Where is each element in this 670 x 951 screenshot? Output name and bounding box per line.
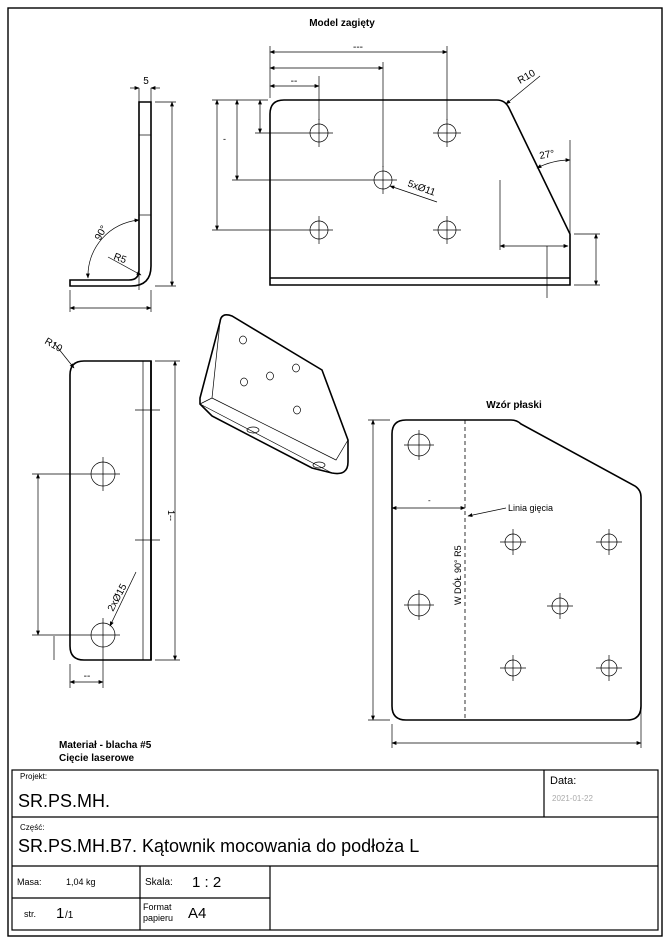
hole-bottom-left [305, 216, 333, 244]
title-block: Projekt: SR.PS.MH. Data: 2021-01-22 Częś… [11, 769, 659, 931]
hole-top-left [305, 119, 333, 147]
page-label: str. [24, 909, 36, 919]
mass-label: Masa: [17, 877, 42, 887]
mass-value: 1,04 kg [66, 877, 96, 887]
material-note: Materiał - blacha #5 [59, 740, 152, 751]
hole-center [369, 166, 397, 194]
hole-bottom-right [433, 216, 461, 244]
flat-hole-4 [596, 529, 622, 555]
part-label: Część: [20, 823, 44, 832]
thickness-dim: 5 [143, 76, 149, 87]
front-bent-view: --- -- - R10 27° 5xØ11 [212, 42, 600, 298]
bent-model-title: Model zagięty [309, 18, 375, 29]
side-hole-bottom [86, 618, 120, 652]
date-label: Data: [550, 775, 576, 787]
angle-dim: 90° [93, 224, 110, 243]
flat-hole-3 [500, 529, 526, 555]
part-value: SR.PS.MH.B7. Kątownik mocowania do podło… [18, 836, 419, 856]
side-hole-top [86, 457, 120, 491]
page-current: 1 [56, 905, 64, 922]
outer-frame [7, 7, 663, 937]
bend-note: W DÓŁ 90° R5 [453, 545, 463, 605]
corner-radius-top-dim: R10 [516, 68, 538, 87]
holes-main-dim: 5xØ11 [406, 178, 437, 198]
flat-hole-1 [404, 430, 434, 460]
scale-value: 1 : 2 [192, 874, 221, 891]
top-offset-dim: -- [291, 76, 298, 87]
flat-small-tick: - [428, 496, 431, 505]
flat-hole-6 [500, 655, 526, 681]
format-label-1: Format [143, 902, 172, 912]
chamfer-angle-dim: 27° [539, 148, 556, 161]
flat-hole-7 [596, 655, 622, 681]
flat-pattern-title: Wzór płaski [486, 400, 542, 411]
left-height-dim: - [223, 134, 226, 144]
side-view: R10 2xØ15 1-- -- [32, 336, 180, 688]
flat-hole-2 [404, 590, 434, 620]
cutting-note: Cięcie laserowe [59, 753, 134, 764]
side-profile-view: 5 90° R5 [69, 76, 176, 312]
side-height-dim: 1-- [166, 510, 176, 521]
format-value: A4 [188, 905, 206, 922]
side-bottom-dim: -- [84, 671, 91, 682]
top-width-dim: --- [353, 42, 363, 53]
page-total: /1 [65, 910, 74, 921]
bend-radius-dim: R5 [112, 251, 128, 266]
date-value: 2021-01-22 [552, 794, 593, 803]
project-label: Projekt: [20, 772, 47, 781]
project-value: SR.PS.MH. [18, 791, 110, 811]
holes-side-dim: 2xØ15 [106, 582, 130, 614]
bend-line-label: Linia gięcia [508, 503, 553, 513]
format-label-2: papieru [143, 913, 173, 923]
flat-pattern-view: Linia gięcia W DÓŁ 90° R5 - [368, 419, 642, 748]
scale-label: Skala: [145, 877, 173, 888]
isometric-view [199, 314, 349, 475]
hole-top-right [433, 119, 461, 147]
flat-hole-5 [547, 593, 573, 619]
